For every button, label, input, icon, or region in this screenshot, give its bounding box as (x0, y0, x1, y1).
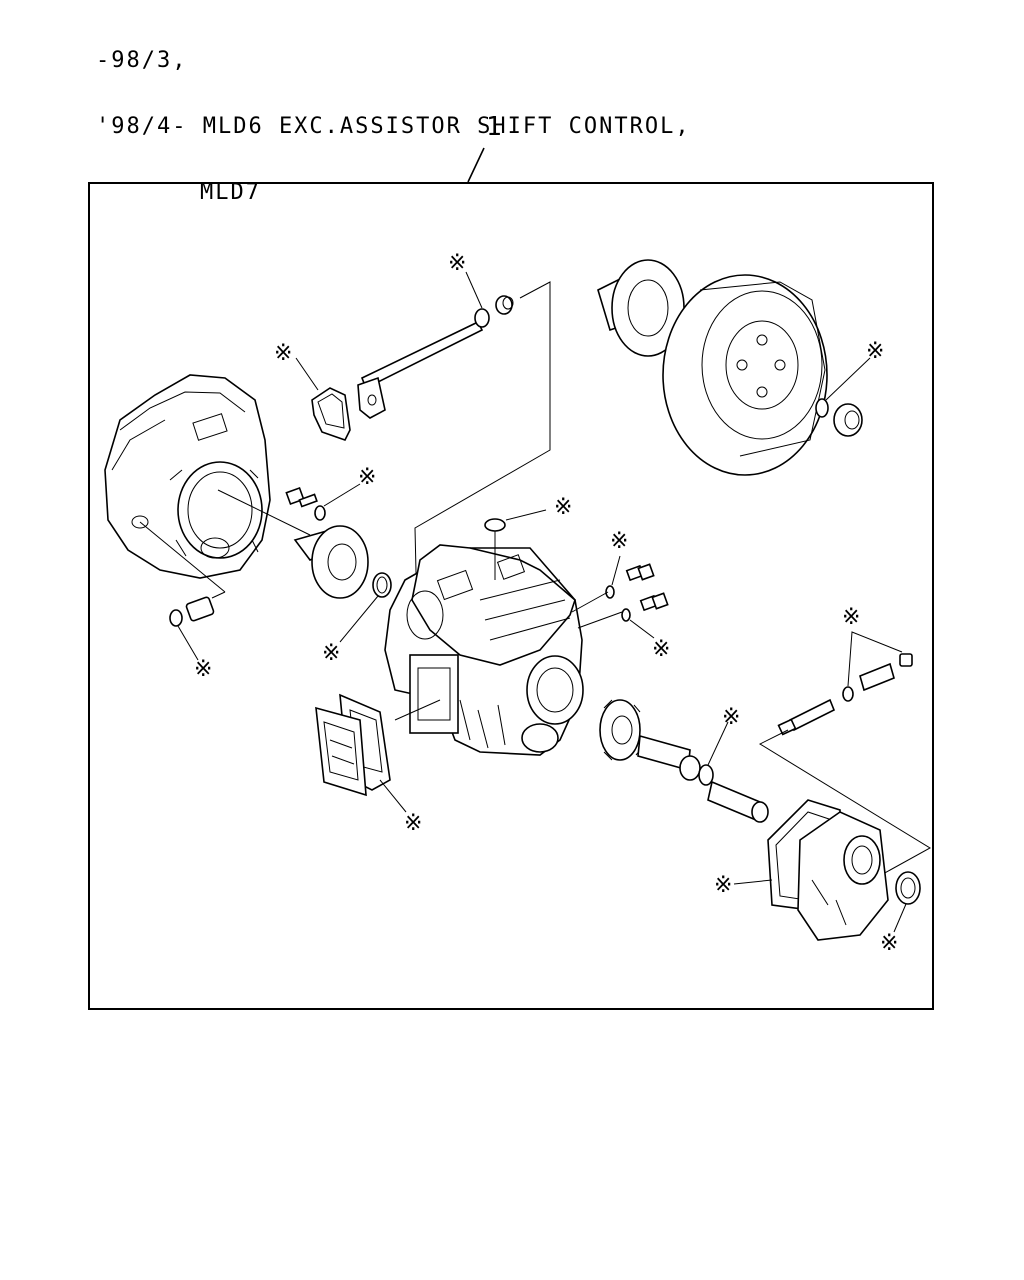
output-oring-part (698, 764, 714, 786)
washer-part-left (169, 609, 183, 627)
breather-part (484, 518, 506, 580)
marker-asterisk: ※ (274, 341, 292, 366)
leader-cover-to-case (394, 699, 441, 721)
shift-shaft-part (357, 320, 484, 419)
leader-washer-left (177, 625, 199, 661)
washer-part-center (314, 505, 326, 521)
pilot-washer-part (815, 398, 829, 418)
leader-sensor-parts (847, 631, 903, 687)
side-cover-plate-part (315, 706, 367, 797)
shift-gasket-part (311, 387, 351, 441)
leader-rear-gasket (733, 879, 773, 885)
leader-rear-cover-bracket (758, 729, 931, 881)
bolt-part-case-upper (625, 563, 655, 582)
leader-case-bolts (571, 591, 623, 629)
leader-housing-pin-2 (211, 591, 226, 599)
oil-seal-front-part (372, 572, 392, 598)
output-sleeve-part (707, 780, 769, 823)
header-line-2: '98/4- MLD6 EXC.ASSISTOR SHIFT CONTROL, (96, 114, 691, 139)
marker-asterisk: ※ (404, 811, 422, 836)
clutch-housing-part (104, 374, 271, 579)
header-line-3: MLD7 (200, 180, 261, 205)
leader-shaft-bracket (414, 281, 551, 661)
leader-rear-oil-seal (893, 903, 907, 933)
leader-pilot-washer (825, 357, 871, 401)
marker-asterisk: ※ (842, 605, 860, 630)
leader-output-oring (707, 721, 729, 766)
shaft-bush-part (495, 295, 514, 315)
leader-side-cover-gasket (379, 779, 407, 813)
header-block: -98/3, '98/4- MLD6 EXC.ASSISTOR SHIFT CO… (96, 6, 691, 226)
bolt-part-center (285, 486, 318, 508)
marker-asterisk: ※ (866, 339, 884, 364)
leader-case-washer-lower (629, 619, 655, 639)
marker-asterisk: ※ (652, 637, 670, 662)
drive-gear-part (599, 699, 643, 761)
transmission-case-part (384, 544, 584, 756)
clutch-drum-part (662, 274, 828, 476)
marker-asterisk: ※ (610, 529, 628, 554)
speed-sensor-part (777, 698, 836, 736)
input-shaft-flange-part (597, 259, 685, 357)
sensor-washer-part (842, 686, 854, 702)
marker-asterisk: ※ (722, 705, 740, 730)
pilot-bearing-part (833, 403, 863, 437)
marker-asterisk: ※ (358, 465, 376, 490)
marker-asterisk: ※ (448, 251, 466, 276)
marker-asterisk: ※ (714, 873, 732, 898)
washer-part-case-lower (621, 608, 631, 622)
marker-asterisk: ※ (880, 931, 898, 956)
rear-cover-part (797, 811, 889, 941)
shaft-oring-part (474, 308, 490, 328)
sensor-plug-part (859, 653, 913, 692)
leader-oil-seal-front (339, 595, 379, 643)
leader-shaft-oring (465, 271, 483, 309)
leader-washer-center (323, 483, 361, 507)
diagram-frame (88, 182, 934, 1010)
leader-housing-pin (139, 521, 226, 593)
assembly-callout-number: 1 (486, 112, 502, 142)
bolt-part-case-lower (639, 592, 669, 612)
rear-oil-seal-part (895, 871, 921, 905)
header-line-1: -98/3, (96, 48, 188, 73)
leader-housing-bearing (217, 489, 311, 536)
callout-leader (467, 147, 485, 183)
marker-asterisk: ※ (194, 657, 212, 682)
leader-breather (505, 509, 547, 521)
marker-asterisk: ※ (322, 641, 340, 666)
leader-case-washer-upper (611, 555, 621, 586)
washer-part-case-upper (605, 585, 615, 599)
marker-asterisk: ※ (554, 495, 572, 520)
dowel-pin-part (185, 596, 215, 622)
leader-shift-gasket (295, 357, 319, 391)
gear-shaft-part (637, 734, 701, 781)
bearing-retainer-part (293, 525, 369, 599)
